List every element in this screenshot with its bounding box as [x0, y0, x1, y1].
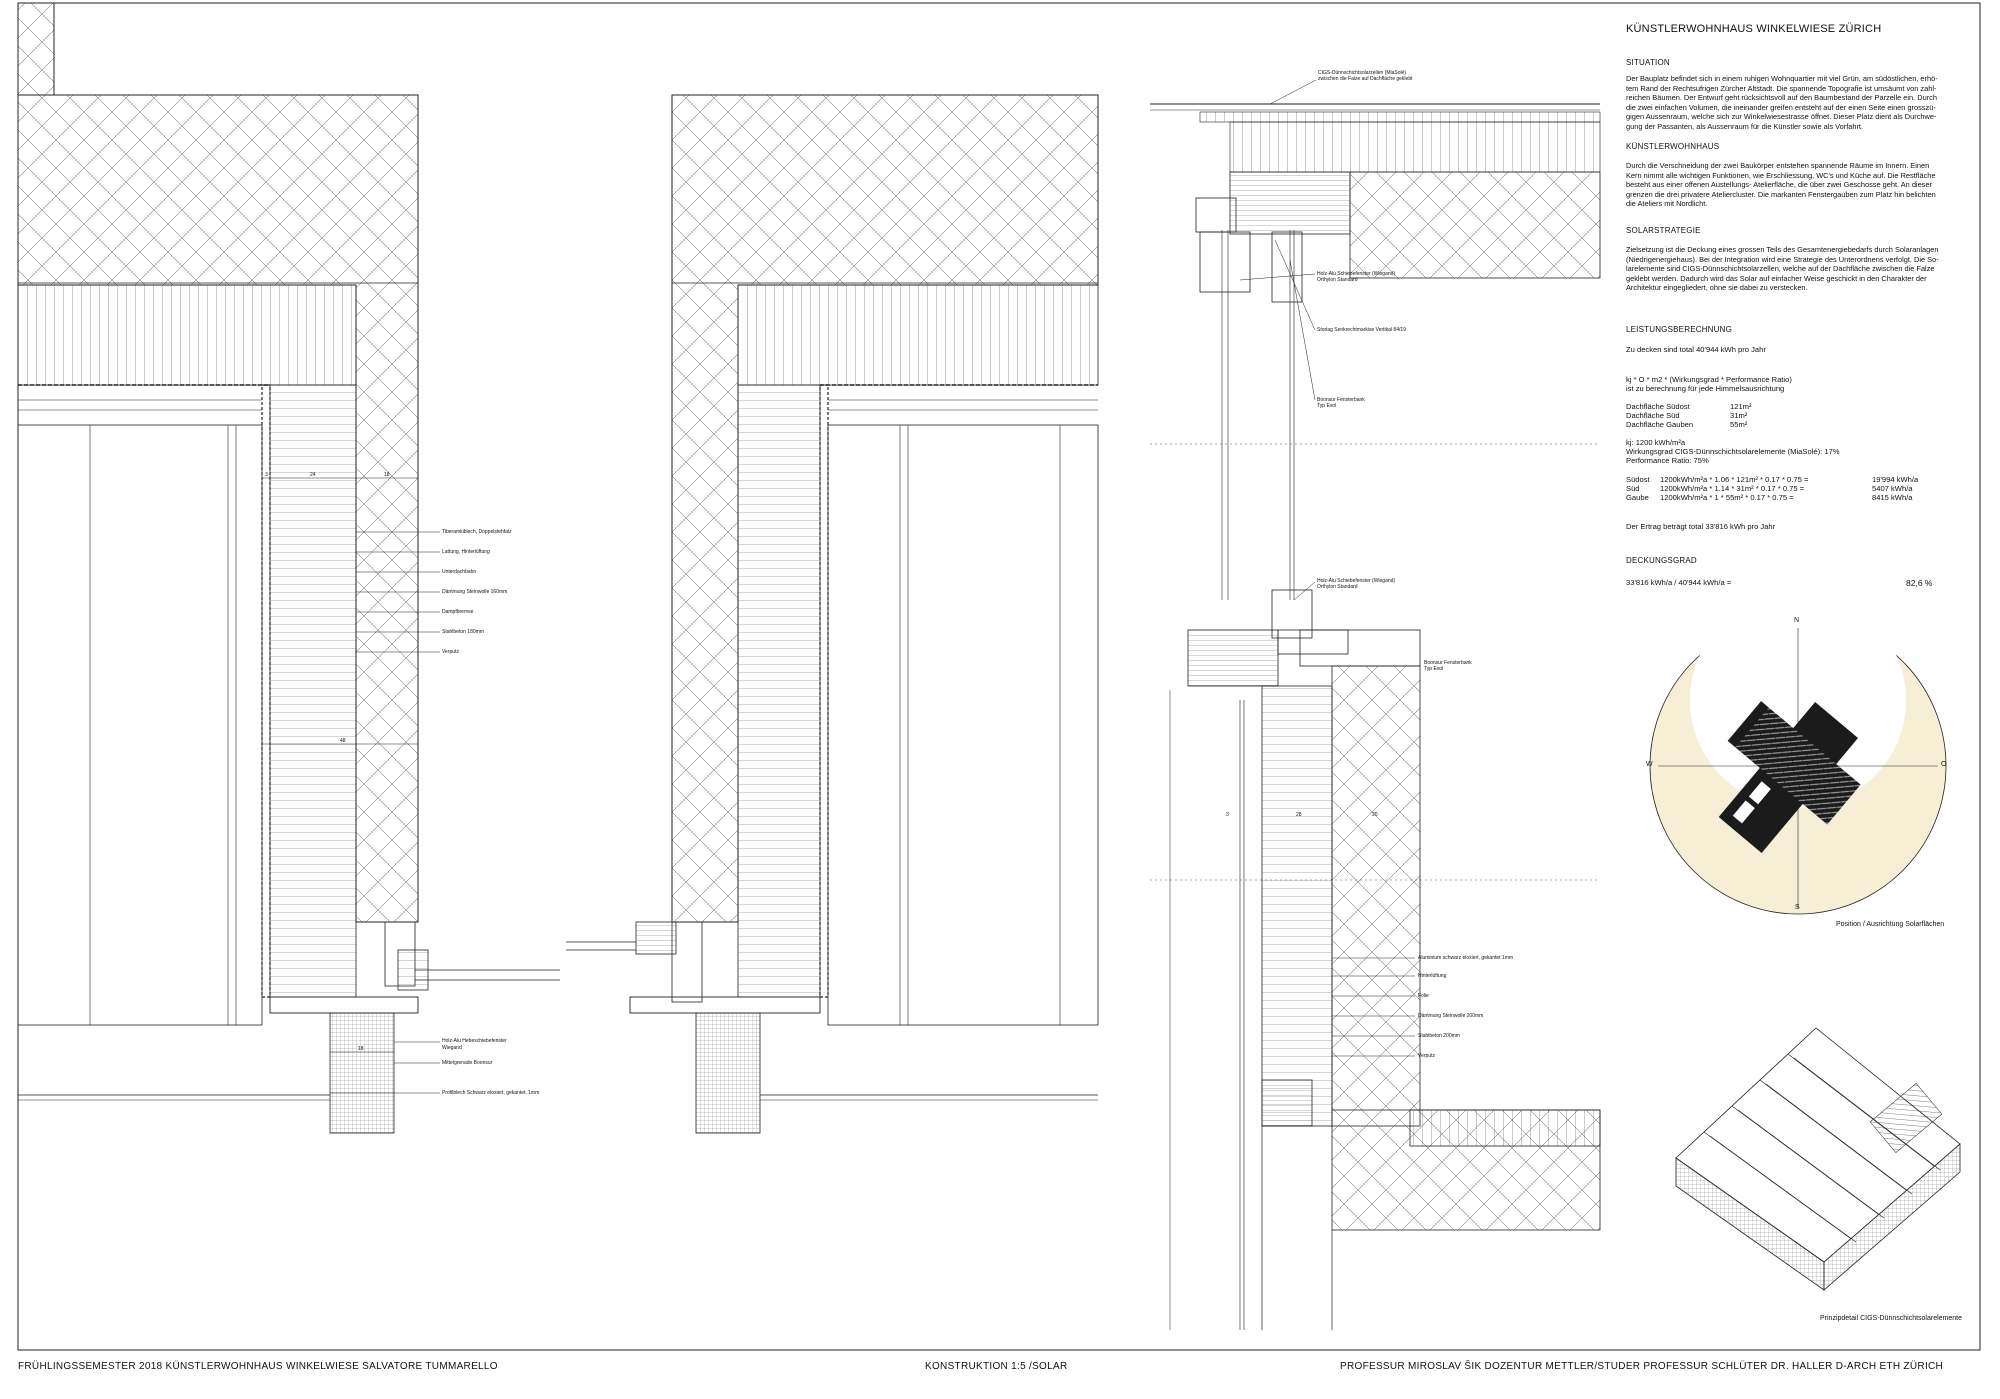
- area-label-dormers: Dachfläche Gauben: [1626, 420, 1694, 429]
- footer-center: KONSTRUKTION 1:5 /SOLAR: [925, 1361, 1068, 1372]
- detail-2-roof-boarding: [737, 284, 1099, 386]
- solar-orientation-diagram: [1649, 592, 1947, 915]
- text-demand: Zu decken sind total 40'944 kWh pro Jahr: [1626, 345, 1766, 354]
- param-irradiation: kj: 1200 kWh/m²a: [1626, 438, 1686, 447]
- axonometric-roof-detail: [1675, 1027, 1961, 1291]
- callout-d3-12: Aluminium schwarz eloxiert, gekantet 1mm: [1418, 955, 1514, 961]
- detail-1-foundation: [329, 1012, 395, 1134]
- detail-3-vertical-section: [1150, 79, 1601, 1330]
- detail-1-wall-cladding: [269, 384, 357, 998]
- dim-2: 24: [310, 472, 316, 478]
- area-label-southeast: Dachfläche Südost: [1626, 402, 1690, 411]
- text-formula: kj * O * m2 * (Wirkungsgrad * Performanc…: [1626, 375, 1792, 384]
- detail-1-insulation-volume: [17, 2, 419, 923]
- calc-result-south: 5407 kWh/a: [1872, 484, 1913, 493]
- dim-5: 3: [1226, 812, 1229, 818]
- callout-d1-2: Lattung, Hinterlüftung: [442, 549, 490, 555]
- callout-d3-4: Orthylon Standard: [1317, 277, 1358, 283]
- detail-2-elevation-section: [566, 94, 1099, 1134]
- coverage-result: 82,6 %: [1906, 578, 1933, 588]
- area-label-south: Dachfläche Süd: [1626, 411, 1680, 420]
- calc-formula-dormer: 1200kWh/m²a * 1 * 55m² * 0.17 * 0.75 =: [1660, 493, 1794, 502]
- dim-7: 20: [1372, 812, 1378, 818]
- param-performance: Performance Ratio: 75%: [1626, 456, 1709, 465]
- callout-d3-10: Boonsur Fensterbank: [1424, 660, 1472, 666]
- calc-formula-south: 1200kWh/m²a * 1.14 * 31m² * 0.17 * 0.75 …: [1660, 484, 1805, 493]
- heading-kuenstlerwohnhaus: KÜNSTLERWOHNHAUS: [1626, 142, 1720, 151]
- text-kuenstlerwohnhaus: Durch die Verschneidung der zwei Baukörp…: [1626, 161, 1936, 209]
- caption-axonometric: Prinzipdetail CIGS-Dünnschichtsolareleme…: [1820, 1315, 1963, 1322]
- detail-3-wall-concrete: [1331, 665, 1421, 1127]
- text-formula-note: ist zu berechnung für jede Himmelsausric…: [1626, 384, 1785, 393]
- text-yield: Der Ertrag beträgt total 33'816 kWh pro …: [1626, 522, 1776, 531]
- callout-d1-7: Verputz: [442, 649, 459, 655]
- caption-solar-orientation: Position / Ausrichtung Solarflächen: [1836, 921, 1945, 928]
- detail-1-elevation-section: [17, 2, 560, 1134]
- callout-d1-4: Dämmung Steinwolle 160mm: [442, 589, 508, 595]
- calc-label-south: Süd: [1626, 484, 1640, 493]
- area-value-south: 31m²: [1730, 411, 1748, 420]
- callout-d1-8: Holz-Alu Hebeschiebefenster: [442, 1038, 507, 1044]
- heading-solarstrategie: SOLARSTRATEGIE: [1626, 226, 1701, 235]
- detail-3-wall-cladding: [1261, 685, 1333, 1127]
- calc-label-southeast: Südost: [1626, 475, 1650, 484]
- footer-right: PROFESSUR MIROSLAV ŠIK DOZENTUR METTLER/…: [1340, 1361, 1944, 1372]
- callout-d3-16: Stahlbeton 200mm: [1418, 1033, 1460, 1039]
- area-value-dormers: 55m²: [1730, 420, 1748, 429]
- dim-4: 48: [340, 738, 346, 744]
- heading-deckungsgrad: DECKUNGSGRAD: [1626, 556, 1697, 565]
- callout-d1-11: Profilblech Schwarz eloxiert, gekantet, …: [442, 1090, 540, 1096]
- dim-3: 18: [384, 472, 390, 478]
- callout-d1-5: Dampfbremse: [442, 609, 474, 615]
- dim-6: 28: [1296, 812, 1302, 818]
- callout-d3-14: Folie: [1418, 993, 1429, 999]
- callout-d3-3: Holz-Alu Schiebefenster (Wiegand): [1317, 271, 1396, 277]
- param-efficiency: Wirkungsgrad CIGS-Dünnschichtsolarelemen…: [1626, 447, 1840, 456]
- compass-north: N: [1794, 617, 1800, 624]
- compass-south: S: [1795, 904, 1800, 911]
- heading-leistungsberechnung: LEISTUNGSBERECHNUNG: [1626, 325, 1733, 334]
- area-value-southeast: 121m²: [1730, 402, 1752, 411]
- heading-situation: SITUATION: [1626, 58, 1670, 67]
- callout-d1-9: Wiegand: [442, 1045, 462, 1051]
- callout-d3-7: Typ Evol: [1317, 403, 1337, 409]
- detail-2-foundation: [695, 1012, 761, 1134]
- detail-3-roof-slab: [1349, 171, 1601, 279]
- callout-d3-5: Storlag Senkrechtmarkise Vertikal 84/19: [1317, 327, 1406, 333]
- callout-d3-8: Holz-Alu Schiebefenster (Wiegand): [1317, 578, 1396, 584]
- callout-d1-10: Mittelgrenade Boonsur: [442, 1060, 493, 1066]
- dim-8: 18: [358, 1046, 364, 1052]
- detail-2-insulation-volume: [671, 94, 1099, 923]
- callout-d3-17: Verputz: [1418, 1053, 1435, 1059]
- callout-d3-1: CIGS-Dünnschichtsolarzellen (MiaSolé): [1318, 70, 1407, 76]
- footer-left: FRÜHLINGSSEMESTER 2018 KÜNSTLERWOHNHAUS …: [18, 1361, 498, 1372]
- callout-d1-3: Unterdachbahn: [442, 569, 477, 575]
- text-solarstrategie: Zielsetzung ist die Deckung eines grosse…: [1626, 245, 1939, 293]
- text-situation: Der Bauplatz befindet sich in einem ruhi…: [1626, 74, 1938, 131]
- callout-d3-13: Hinterlüftung: [1418, 973, 1447, 979]
- callout-d3-6: Boonsur Fensterbank: [1317, 397, 1365, 403]
- compass-west: W: [1646, 761, 1653, 768]
- axo-roof-top: [1675, 1027, 1961, 1263]
- calc-formula-southeast: 1200kWh/m²a * 1.06 * 121m² * 0.17 * 0.75…: [1660, 475, 1809, 484]
- callout-d3-11: Typ Evol: [1424, 666, 1444, 672]
- compass-east: O: [1941, 761, 1947, 768]
- detail-1-roof-boarding: [17, 284, 357, 386]
- calc-label-dormer: Gaube: [1626, 493, 1649, 502]
- project-title: KÜNSTLERWOHNHAUS WINKELWIESE ZÜRICH: [1626, 23, 1882, 35]
- callout-d3-15: Dämmung Steinwolle 200mm: [1418, 1013, 1484, 1019]
- callout-d1-1: Tiberamkiblech, Doppelstehfalz: [442, 529, 512, 535]
- callout-d3-9: Orthylon Standard: [1317, 584, 1358, 590]
- calc-result-southeast: 19'994 kWh/a: [1872, 475, 1919, 484]
- calc-result-dormer: 8415 kWh/a: [1872, 493, 1913, 502]
- detail-2-wall-cladding: [737, 384, 821, 998]
- callout-d3-2: zwischen die Falze auf Dachfläche gekleb…: [1318, 76, 1413, 82]
- callout-d1-6: Stahlbeton 180mm: [442, 629, 484, 635]
- coverage-formula: 33'816 kWh/a / 40'944 kWh/a =: [1626, 578, 1732, 587]
- dim-1: 3: [265, 472, 268, 478]
